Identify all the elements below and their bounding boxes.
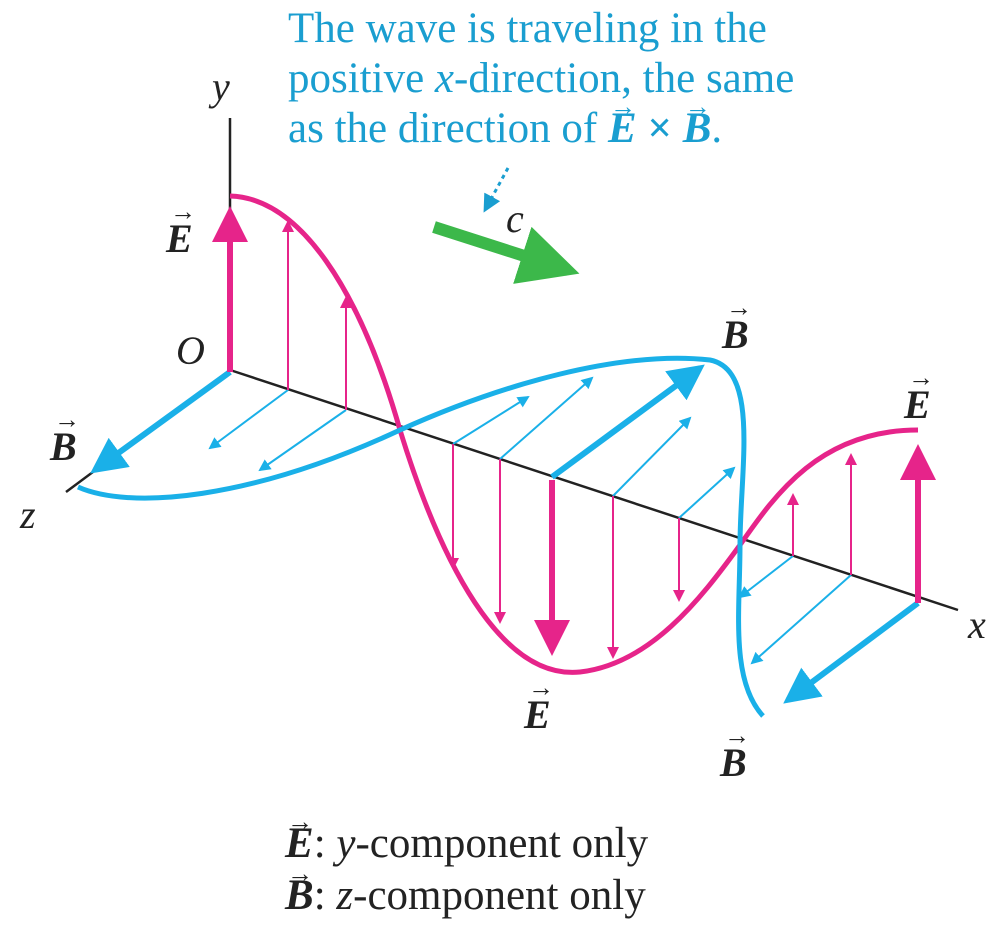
b-arrow <box>612 416 692 497</box>
legend: →E: y-component only →B: z-component onl… <box>285 807 805 922</box>
c-label: c <box>506 196 524 241</box>
svg-text:B: B <box>719 740 747 785</box>
electric-field-arrows <box>282 220 857 659</box>
electric-field-curve <box>229 193 919 675</box>
caption-pointer <box>483 167 510 213</box>
svg-text:E: E <box>165 216 193 261</box>
magnetic-field-main-arrows <box>90 364 920 704</box>
z-axis-label: z <box>19 492 36 537</box>
b-arrow-origin <box>90 369 232 474</box>
legend-line-b: →B: z-component only <box>285 859 646 919</box>
caption-line-3: as the direction of →E × →B. <box>288 92 723 152</box>
b-arrow <box>208 389 289 450</box>
magnetic-field-arrows <box>208 376 852 665</box>
b-arrow <box>738 555 794 599</box>
svg-text:E: E <box>903 382 931 427</box>
e-label-origin: E → <box>165 197 196 261</box>
b-arrow <box>452 395 530 445</box>
svg-text:E: E <box>523 692 551 737</box>
e-label-end: E → <box>903 363 934 427</box>
y-axis-label: y <box>208 64 230 109</box>
x-axis-label: x <box>967 602 986 647</box>
svg-text:→: → <box>170 197 196 226</box>
caption-line-2: positive x-direction, the same <box>288 55 795 102</box>
legend-line-e: →E: y-component only <box>285 807 649 867</box>
b-label-peak: B → <box>721 293 752 357</box>
electric-field-main-arrows <box>212 206 936 656</box>
svg-text:→: → <box>726 293 752 322</box>
b-arrow <box>258 409 347 472</box>
b-label-origin: B → <box>49 405 80 469</box>
velocity-arrow <box>432 221 580 284</box>
b-arrow <box>750 574 852 665</box>
b-label-end: B → <box>719 721 750 785</box>
b-arrow-peak <box>550 364 705 480</box>
svg-text:→: → <box>54 405 80 434</box>
b-arrow <box>499 376 594 460</box>
svg-text:→: → <box>908 363 934 392</box>
svg-text:B: B <box>49 424 77 469</box>
svg-text:B: B <box>721 312 749 357</box>
diagram-labels: y x z O c E → B → B → E → E → B → <box>19 64 986 785</box>
caption: The wave is traveling in the positive x-… <box>288 4 988 154</box>
svg-text:→: → <box>724 721 750 750</box>
e-label-trough: E → <box>523 673 554 737</box>
x-axis <box>229 368 959 612</box>
caption-line-1: The wave is traveling in the <box>288 5 767 52</box>
b-arrow <box>678 466 736 519</box>
origin-label: O <box>176 328 205 373</box>
svg-text:→: → <box>528 673 554 702</box>
b-arrow-end <box>783 600 920 704</box>
magnetic-field-curve <box>76 355 765 718</box>
